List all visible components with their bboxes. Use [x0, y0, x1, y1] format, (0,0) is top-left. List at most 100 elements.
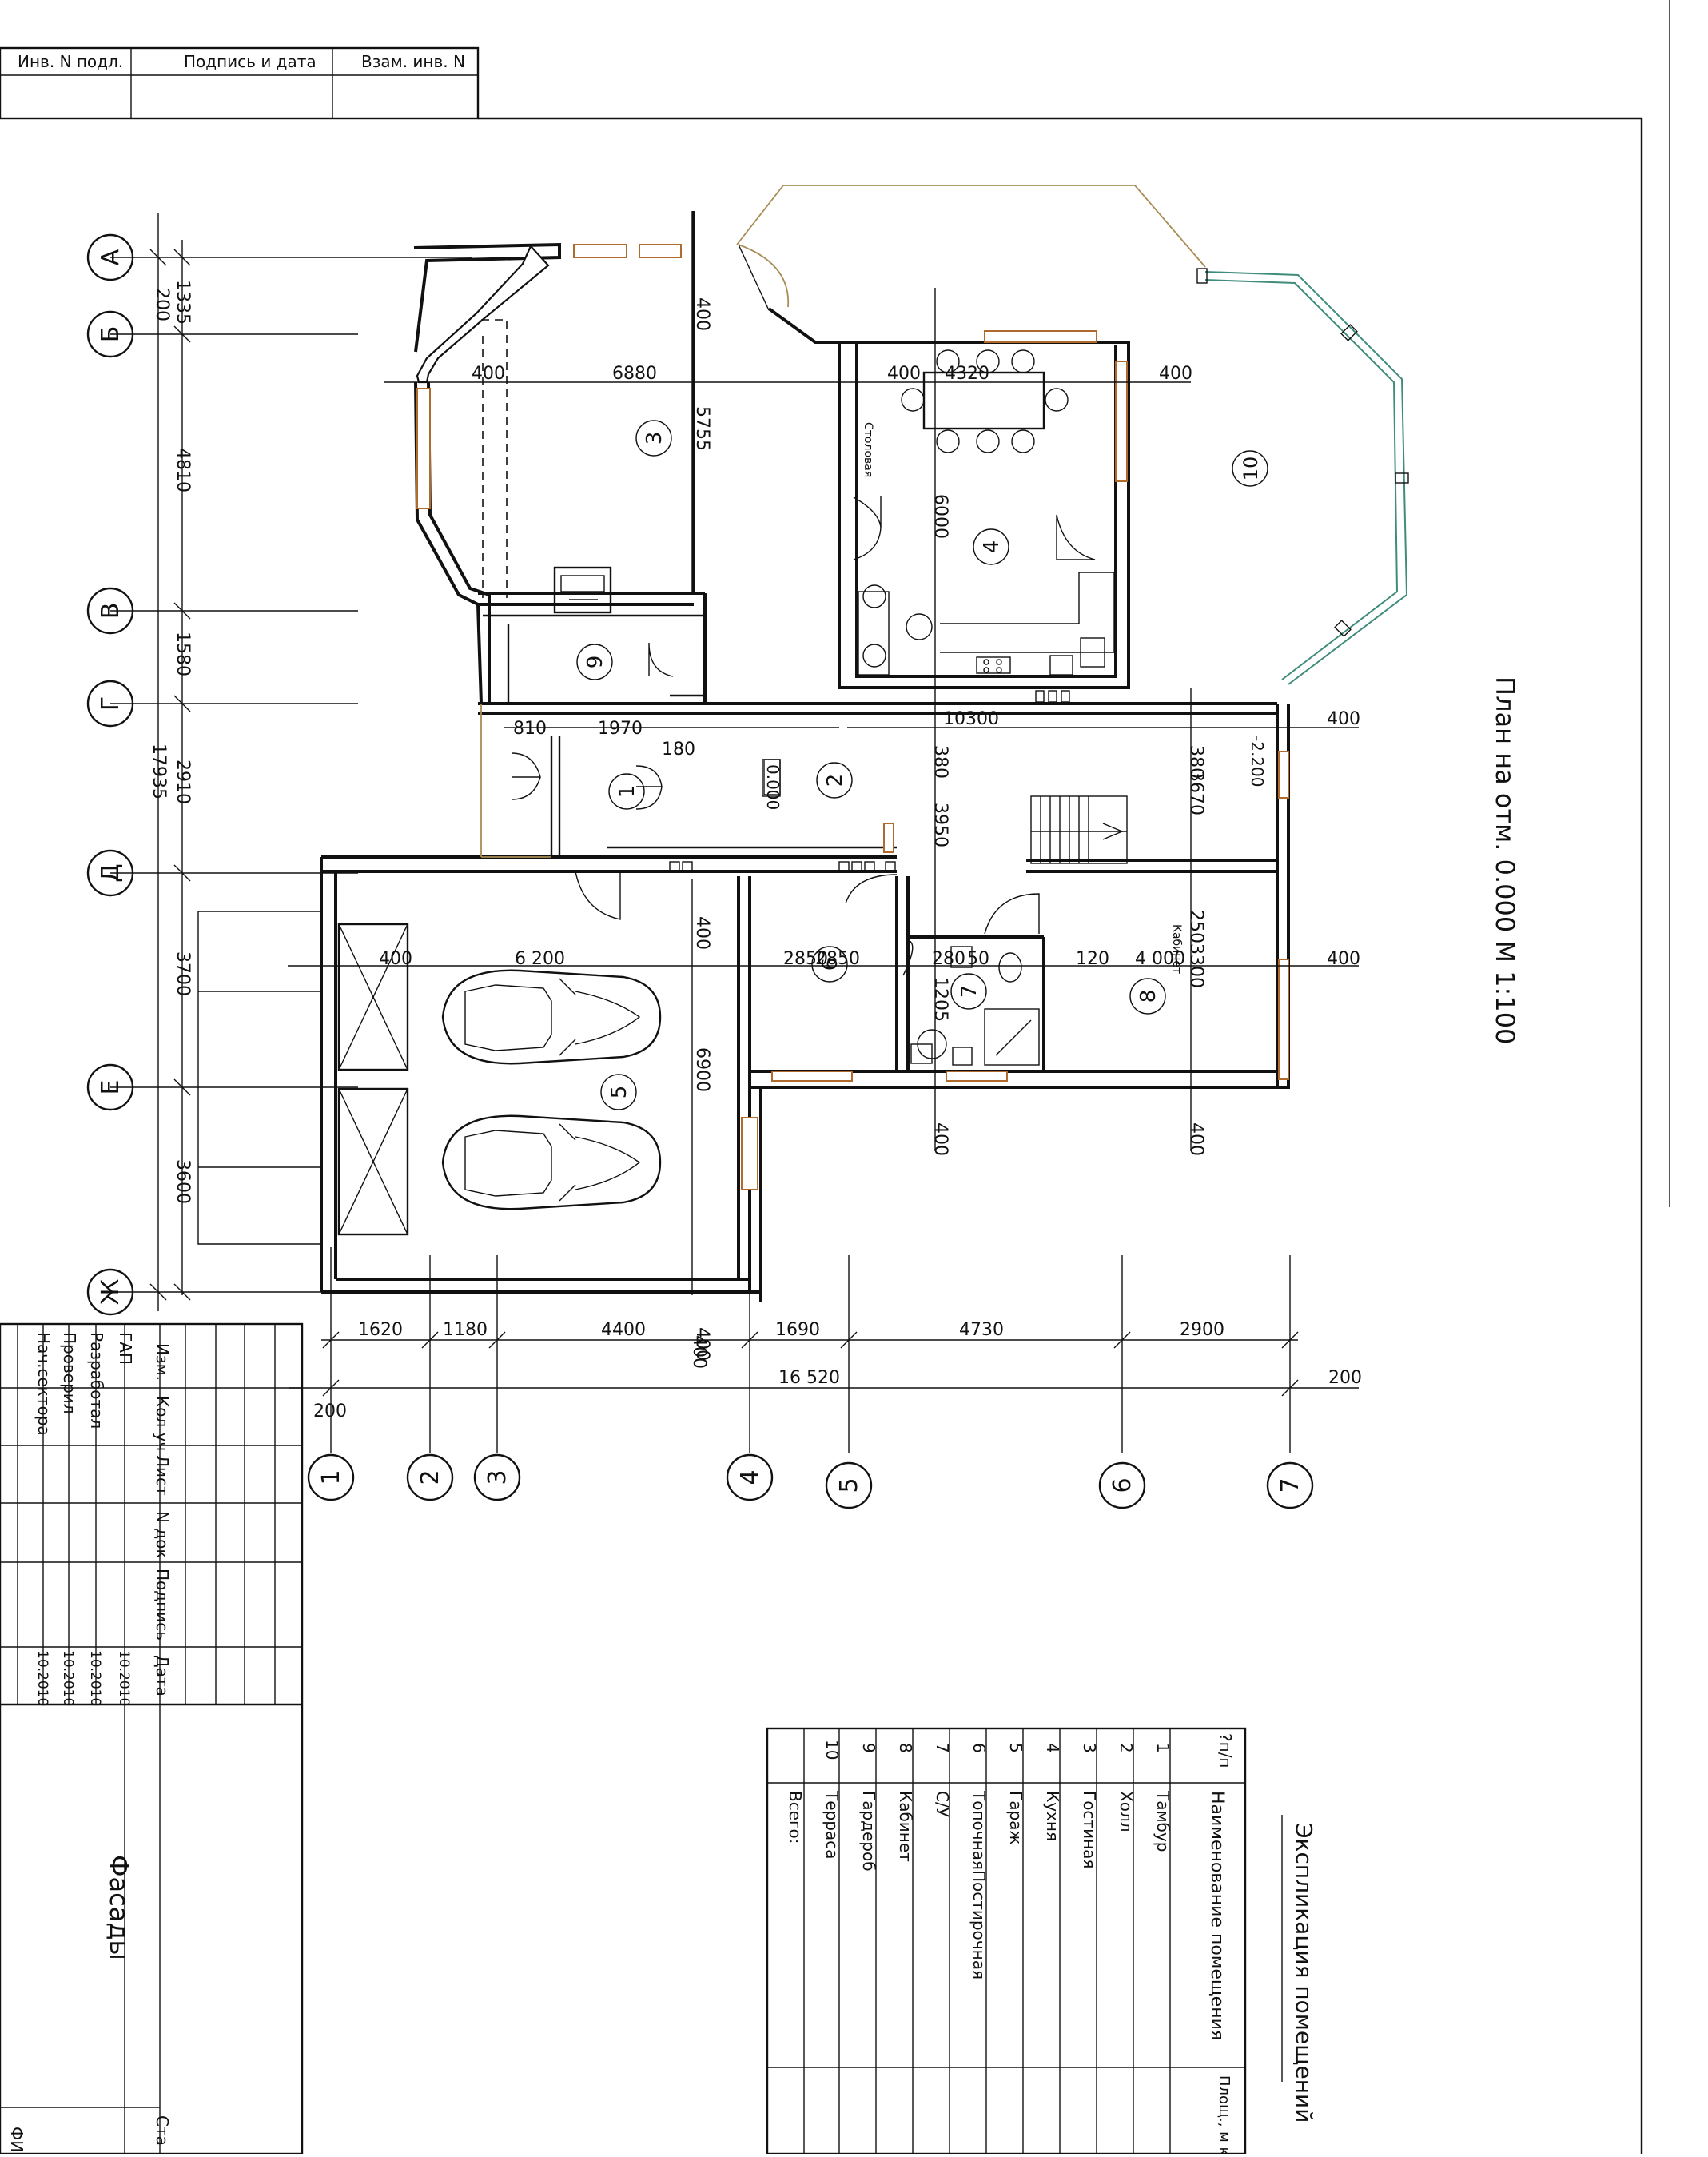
dim-int-250: 250 [1186, 910, 1206, 943]
dim-bottom-400: 400 [689, 1335, 709, 1369]
terrace-glazing [1196, 268, 1409, 685]
schedule-total: Всего: [786, 1791, 805, 1844]
garage-doors [197, 911, 409, 1245]
dim-int-400-d: 400 [1327, 709, 1360, 729]
building-walls [320, 211, 1290, 1302]
bathroom-fixtures [910, 946, 1040, 1066]
room-label-study: Кабинет [1170, 924, 1183, 974]
axis-bubble-7: 7 [1266, 1461, 1314, 1509]
dim-bottom-4400: 4400 [601, 1320, 646, 1340]
tb-role-developer: Разработал [87, 1332, 106, 1429]
schedule-row-9-name: Гардероб [859, 1791, 878, 1872]
hall-markers [669, 759, 896, 872]
dim-int-5755: 5755 [692, 406, 712, 451]
dashed-beam [481, 319, 508, 598]
sheet-frame [478, 0, 1670, 2154]
svg-text:9: 9 [583, 656, 607, 669]
axis-bubble-zh: Ж [86, 1268, 134, 1316]
tb-date-1: 10.2010 [116, 1650, 132, 1706]
svg-text:5: 5 [835, 1477, 863, 1493]
axis-bubble-g: Г [86, 680, 134, 728]
schedule-row-9-num: 9 [859, 1743, 878, 1753]
stairs [1030, 795, 1128, 864]
svg-text:7: 7 [1276, 1477, 1304, 1493]
tb-stage-label: Ста [153, 2115, 172, 2146]
svg-text:2: 2 [416, 1469, 444, 1485]
schedule-row-7-num: 7 [933, 1743, 952, 1753]
dim-int-2850-b: 2850 [815, 949, 860, 969]
axis-bubble-b: Б [86, 310, 134, 358]
schedule-row-3-name: Гостиная [1080, 1791, 1099, 1868]
schedule-row-4-num: 4 [1043, 1743, 1062, 1753]
axis-bubble-e: Е [86, 1063, 134, 1111]
room-number-10: 10 [1232, 450, 1268, 487]
schedule-row-10-num: 10 [822, 1740, 842, 1760]
dim-int-1970: 1970 [598, 719, 643, 739]
dim-left-17935: 17935 [149, 744, 169, 799]
plan-title: План на отм. 0.000 М 1:100 [1490, 676, 1520, 1044]
room-schedule: Экспликация помещений ?п/п Наименование … [766, 1727, 1317, 2157]
dim-int-6880: 6880 [612, 364, 657, 384]
svg-text:Ж: Ж [97, 1279, 125, 1305]
room-number-2: 2 [816, 762, 853, 799]
dim-int-3300: 3300 [1186, 943, 1206, 988]
tb-role-head: Нач.сектора [34, 1332, 54, 1436]
tb-header-kol: Кол уч [153, 1396, 172, 1451]
dim-int-6000: 6000 [930, 494, 950, 539]
dim-bottom-1690: 1690 [775, 1320, 820, 1340]
dim-int-400-v1: 400 [692, 297, 712, 331]
schedule-row-6-num: 6 [969, 1743, 989, 1753]
title-block: Изм. Кол уч Лист N док Подпись Дата ГАП … [0, 1322, 304, 2157]
dim-int-6200: 6 200 [515, 949, 565, 969]
axis-bubble-1: 1 [307, 1453, 355, 1501]
terrace-outline [480, 185, 1206, 858]
svg-text:В: В [97, 603, 125, 620]
room-number-7: 7 [950, 973, 987, 1010]
axis-bubble-3: 3 [473, 1453, 521, 1501]
boiler-unit [553, 566, 612, 614]
room-numbers: 1 2 3 4 5 6 7 8 9 10 Столовая Кабинет [576, 420, 1268, 1110]
dim-int-4320: 4320 [945, 364, 989, 384]
room-number-6: 6 [811, 946, 848, 983]
stamp-sign-label: Подпись и дата [184, 52, 317, 71]
svg-text:2: 2 [823, 774, 847, 787]
axis-bubble-2: 2 [406, 1453, 454, 1501]
schedule-row-3-num: 3 [1080, 1743, 1099, 1753]
schedule-title: Экспликация помещений [1291, 1823, 1317, 2123]
room-number-4: 4 [973, 528, 1009, 565]
dim-int-4000: 4 000 [1135, 949, 1185, 969]
dim-int-400-b: 400 [887, 364, 921, 384]
room-number-3: 3 [635, 420, 672, 457]
level-mark-zero: 0.000 [763, 764, 782, 810]
tb-date-2: 10.2010 [87, 1650, 103, 1706]
axis-bubble-6: 6 [1098, 1461, 1146, 1509]
dim-int-6900: 6900 [692, 1047, 712, 1092]
tb-header-sign: Подпись [153, 1569, 172, 1641]
tb-date-3: 10.2010 [60, 1650, 76, 1706]
tb-header-ndok: N док [153, 1511, 172, 1558]
stamp-inv-label: Инв. N подл. [18, 52, 123, 71]
dim-bottom-1620: 1620 [358, 1320, 403, 1340]
svg-text:А: А [97, 249, 125, 265]
tb-date-4: 10.2010 [34, 1650, 50, 1706]
svg-text:Е: Е [97, 1080, 125, 1095]
schedule-row-1-name: Тамбур [1153, 1790, 1173, 1852]
axis-bubble-4: 4 [726, 1453, 774, 1501]
dim-bottom-200-right: 200 [1328, 1368, 1362, 1388]
svg-text:1: 1 [317, 1469, 345, 1485]
room-number-9: 9 [576, 644, 613, 680]
doors [511, 244, 1096, 976]
svg-text:6: 6 [818, 958, 842, 971]
dim-left-2910: 2910 [173, 760, 193, 804]
schedule-header-area: Площ., м кв. [1216, 2075, 1232, 2154]
schedule-row-10-name: Терраса [822, 1790, 842, 1859]
svg-text:5: 5 [607, 1086, 631, 1099]
bottom-dimensions: 1620 1180 4400 1690 4730 2900 16 520 200… [289, 1320, 1362, 1421]
dim-int-380-a: 380 [930, 745, 950, 779]
axis-bubble-v: В [86, 587, 134, 635]
dim-bottom-2900: 2900 [1180, 1320, 1224, 1340]
tb-role-checker: Проверил [60, 1332, 79, 1414]
tb-header-list: Лист [153, 1455, 172, 1496]
dim-int-400-v3: 400 [930, 1122, 950, 1156]
windows [416, 244, 1289, 1082]
